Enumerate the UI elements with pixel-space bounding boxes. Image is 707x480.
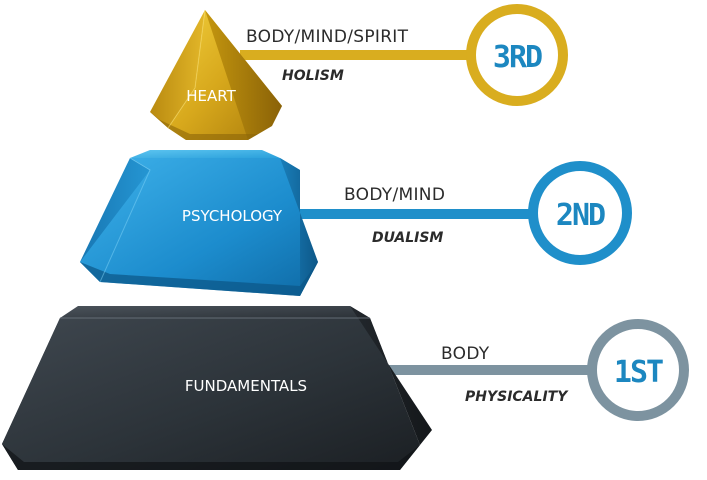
- level-3-badge-text: 3RD: [493, 40, 542, 75]
- connector-bar-middle: [300, 209, 540, 219]
- level-2-title: BODY/MIND: [344, 185, 445, 205]
- tier-heart-label: HEART: [186, 87, 236, 105]
- tier-psychology-label: PSYCHOLOGY: [182, 207, 283, 225]
- level-1-badge: 1ST: [587, 319, 689, 421]
- tier-fundamentals-block: [2, 306, 432, 470]
- level-2-badge-text: 2ND: [556, 198, 605, 233]
- level-2-subtitle: DUALISM: [372, 230, 443, 246]
- level-1-title: BODY: [441, 344, 490, 364]
- tier-heart-block: [150, 9, 282, 140]
- level-1-badge-text: 1ST: [614, 355, 663, 390]
- connector-bar-bottom: [360, 365, 600, 375]
- level-1-subtitle: PHYSICALITY: [465, 389, 569, 405]
- level-3-badge: 3RD: [466, 4, 568, 106]
- tier-psychology-block: [80, 150, 318, 296]
- level-3-title: BODY/MIND/SPIRIT: [246, 27, 409, 47]
- connector-bar-top: [240, 50, 480, 60]
- tier-fundamentals-label: FUNDAMENTALS: [185, 377, 307, 395]
- level-2-badge: 2ND: [528, 161, 632, 265]
- level-3-subtitle: HOLISM: [282, 68, 344, 84]
